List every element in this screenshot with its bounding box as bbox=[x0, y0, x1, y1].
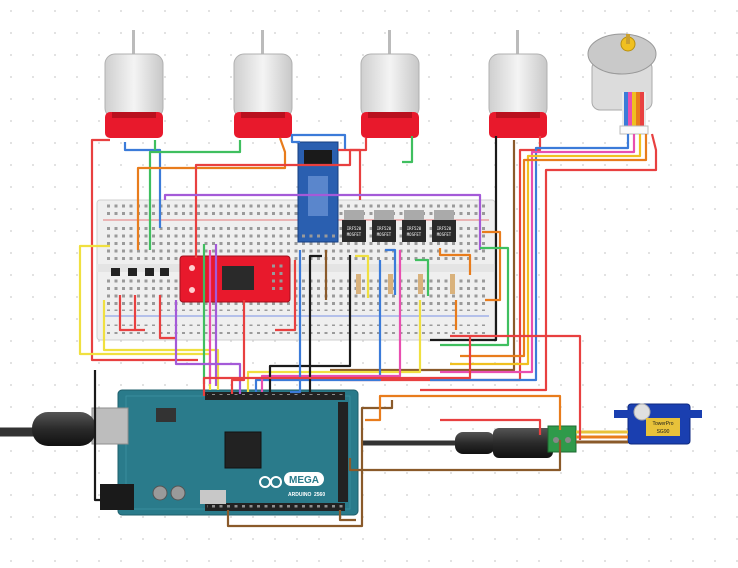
servo-motor: TowerPro SG90 bbox=[576, 403, 702, 445]
mosfet-4: IRF520 MOSFET bbox=[432, 210, 456, 242]
mosfet-4-line2: MOSFET bbox=[437, 232, 452, 237]
board-revision-label: 2560 bbox=[314, 492, 325, 498]
arduino-mega-board: MEGA ARDUINO 2560 bbox=[91, 389, 359, 516]
board-model-label: MEGA bbox=[289, 475, 319, 486]
dc-motor-3 bbox=[360, 30, 420, 138]
dc-motor-2 bbox=[233, 30, 293, 138]
dc-motor-1 bbox=[104, 30, 164, 138]
mosfet-2-line2: MOSFET bbox=[377, 232, 392, 237]
power-jack bbox=[100, 484, 134, 510]
dc-power-cable bbox=[362, 425, 577, 458]
stepper-motor bbox=[587, 33, 657, 135]
arduino-logo bbox=[259, 476, 282, 488]
wires bbox=[78, 133, 658, 528]
mosfet-1-line1: IRF520 bbox=[347, 226, 362, 231]
mosfet-4-line1: IRF520 bbox=[437, 226, 452, 231]
mosfet-1-line2: MOSFET bbox=[347, 232, 362, 237]
microcontroller-chip bbox=[224, 431, 262, 469]
mosfet-3-line2: MOSFET bbox=[407, 232, 422, 237]
wireless-module bbox=[297, 141, 339, 243]
motor-driver-board bbox=[179, 255, 291, 303]
mosfet-2: IRF520 MOSFET bbox=[372, 210, 396, 242]
resistors bbox=[356, 274, 455, 294]
mosfet-3: IRF520 MOSFET bbox=[402, 210, 426, 242]
servo-model-label: SG90 bbox=[657, 429, 670, 435]
servo-brand-label: TowerPro bbox=[652, 421, 673, 427]
usb-port bbox=[91, 407, 129, 445]
mosfet-2-line1: IRF520 bbox=[377, 226, 392, 231]
mosfet-1: IRF520 MOSFET bbox=[342, 210, 366, 242]
board-brand-label: ARDUINO bbox=[288, 492, 311, 498]
transistors-left bbox=[111, 268, 169, 276]
dc-motor-4 bbox=[488, 30, 548, 138]
mosfet-3-line1: IRF520 bbox=[407, 226, 422, 231]
usb-cable bbox=[0, 412, 96, 446]
